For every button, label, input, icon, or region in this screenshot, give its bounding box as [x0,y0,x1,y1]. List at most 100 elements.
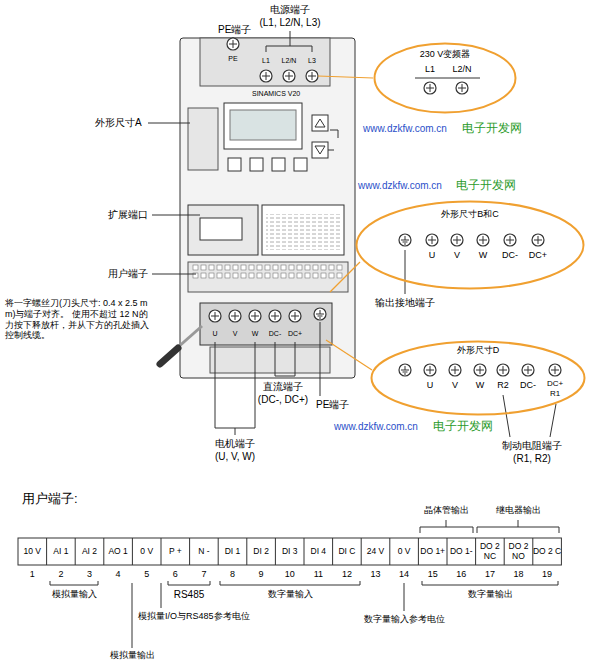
watermark: www.dzkfw.com.cn [358,180,442,192]
terminal-name: DI 4 [304,538,333,565]
callout-label: 模拟量I/O与RS485参考电位 [138,611,250,622]
callout-label: L2/N [282,57,297,65]
terminal-name: 0 V [132,538,161,565]
leader-line [148,31,556,437]
pin-number: 13 [370,569,380,580]
callout-line [318,76,373,370]
inverter-body [315,146,325,154]
callout-label: V [233,330,238,338]
callout-label: (R1, R2) [513,453,551,465]
bracket [477,520,559,533]
inverter-body [249,310,261,322]
callout-terminals [399,364,411,376]
inverter-body [210,347,330,373]
callout-heading: 外形尺寸D [370,340,586,356]
pin-number: 16 [456,569,466,580]
callout-label: U [212,330,217,338]
terminal-table [332,538,333,565]
inverter-body [269,310,281,322]
screwdriver [160,348,178,364]
terminal-table [103,538,104,565]
callout-terminals [449,364,461,376]
inverter-body [180,38,355,378]
terminal-table [475,538,476,565]
callout-label: 数字量输入 [268,589,313,600]
callout-label: DC+ [288,330,302,338]
terminal-table [504,538,505,565]
leader-line [405,250,406,294]
bracket [420,520,473,533]
leader-line [266,31,312,52]
callout-label: V [454,250,460,261]
callout-label: L1 [425,64,435,75]
terminal-table [447,538,448,565]
inverter-body [200,218,242,240]
callout-label: DC- [502,250,518,261]
terminal-table [161,538,162,565]
pin-number: 4 [116,569,121,580]
inverter-body [188,108,218,170]
inverter-body [209,310,221,322]
pin-number: 6 [173,569,178,580]
terminal-table [275,538,276,565]
inverter-body [306,70,318,82]
callout-terminals [415,78,480,79]
terminal-table [132,538,133,565]
inverter-body [250,158,263,171]
terminal-name: DI 2 [247,538,276,565]
callout-label: 用户端子 [108,268,148,280]
bracket [161,583,162,608]
callout-label: (L1, L2/N, L3) [259,17,320,29]
callout-label: PE端子 [218,24,251,36]
pin-number: 19 [542,569,552,580]
callout-terminals [456,82,468,94]
terminal-table [218,538,219,565]
watermark: www.dzkfw.com.cn [334,421,418,433]
callout-label: 输出接地端子 [375,297,435,309]
callout-terminals [399,234,411,246]
callout-label: 制动电阻端子 [502,440,562,452]
bracket [404,583,405,611]
inverter-body [230,110,296,140]
pin-number: 11 [314,569,323,580]
terminal-table [18,538,561,565]
callout-terminals [532,234,544,246]
bracket [50,520,559,648]
watermark: 电子开发网 [462,121,522,135]
inverter-body [262,205,344,255]
callout-terminals [474,364,486,376]
callout-label: L1 [262,57,270,65]
inverter-body [188,205,258,255]
callout-label: 数字量输出 [468,589,513,600]
bracket [220,581,360,585]
inverter-body [188,262,348,292]
leader-line [148,123,190,124]
terminal-name: DO 2 NC [476,538,505,565]
callout-label: 模拟量输出 [110,650,155,661]
callout-label: U [429,250,436,261]
callout-label: 将一字螺丝刀(刀头尺寸: 0.4 x 2.5 mm)与端子对齐。 使用不超过 1… [5,298,155,341]
callout-terminals [504,234,516,246]
inverter-body [312,115,328,131]
pin-number: 18 [513,569,523,580]
callout-label: DC- [520,380,536,391]
bracket [168,581,210,585]
terminal-table [18,538,561,565]
callout-label: L2/N [452,64,471,75]
callout-heading: 外形尺寸B和C [355,200,585,220]
callout-label: 电源端子 [270,4,310,16]
callout-terminals [399,78,561,376]
terminal-name: DI C [333,538,362,565]
callout-label: W [476,380,485,391]
inverter-body [315,119,325,127]
pin-number: 12 [342,569,352,580]
callout-label: L3 [308,57,316,65]
callout-label: 晶体管输出 [424,505,469,516]
leader-line [152,274,196,275]
bracket [422,581,558,585]
terminal-name: AI 1 [47,538,76,565]
callout-label: 用户端子: [22,491,78,507]
leader-line [233,37,234,38]
pin-number: 3 [87,569,92,580]
inverter-body [229,310,241,322]
